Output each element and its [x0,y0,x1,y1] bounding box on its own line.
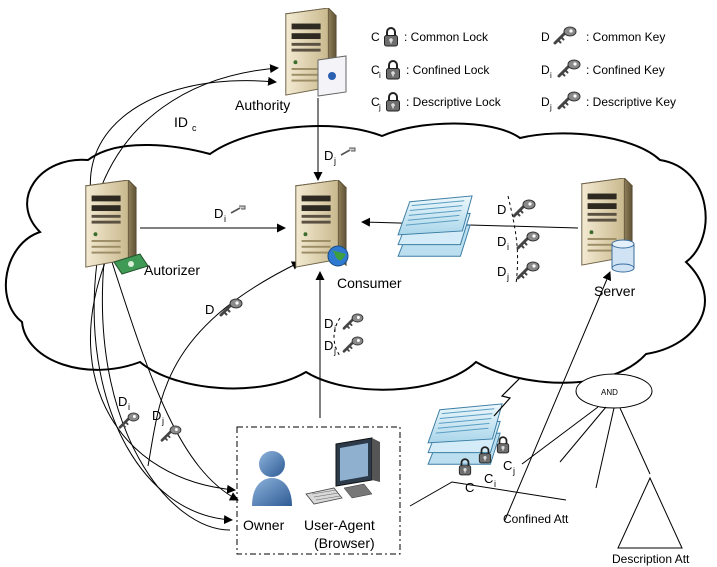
browser-label: (Browser) [314,535,375,551]
database-icon [611,239,635,273]
key-icon [118,412,140,429]
edge-autorizer-owner-d [102,261,231,531]
svg-text:: Descriptive Key: : Descriptive Key [586,95,676,109]
key-icon [557,59,581,78]
network-cloud [4,122,707,391]
svg-text:D: D [214,206,223,221]
svg-text:C: C [465,480,474,495]
svg-text:C: C [503,458,512,473]
svg-text:D: D [205,302,214,317]
legend-descriptive-lock: C j : Descriptive Lock [371,92,502,112]
key-icon [553,26,577,45]
legend-descriptive-key: D j : Descriptive Key [541,91,676,112]
svg-text:c: c [192,123,197,133]
money-icon [113,253,149,275]
svg-text:j: j [333,346,336,356]
legend-confined-key: D i : Confined Key [541,59,665,80]
autorizer-label: Autorizer [144,262,200,278]
svg-text:C: C [484,471,493,486]
svg-text:: Common Lock: : Common Lock [404,30,489,44]
svg-text:j: j [333,156,336,166]
edge-labels: ID c D j D i D D i D j D i D j [118,114,364,442]
svg-text:D: D [497,202,506,217]
server-node: Server [581,178,636,299]
attribute-tree [521,373,683,549]
edge-agent-server [409,272,610,521]
owner-label: Owner [243,517,285,533]
server-label: Server [594,283,636,299]
svg-text:D: D [152,408,161,423]
svg-text:: Confined Lock: : Confined Lock [406,63,490,77]
legend-common-key: D : Common Key [541,26,665,45]
svg-text:D: D [541,95,550,109]
consumer-label: Consumer [337,275,402,291]
svg-text:D: D [541,30,550,44]
svg-text:C: C [371,95,380,109]
edge-autorizer-consumer-d [147,261,301,467]
description-subtree [617,476,683,549]
autorizer-node: Autorizer [85,180,200,278]
svg-text:D: D [324,316,333,331]
lock-icon [383,27,399,47]
consumer-node: Consumer [295,180,402,291]
and-label: AND [601,388,618,397]
svg-text:D: D [118,394,127,409]
document-locks: C C i C j [458,436,515,495]
document-stack-icon [397,195,473,257]
svg-text:C: C [371,30,380,44]
owner-node: Owner [243,451,292,533]
svg-text:j: j [161,416,164,426]
svg-text:j: j [549,103,552,112]
idc-label: ID [174,114,188,130]
edge-autorizer-owner-c [111,261,239,501]
svg-text:C: C [371,63,380,77]
legend-confined-lock: C i : Confined Lock [371,60,490,80]
server-icon [85,180,137,268]
svg-text:: Descriptive Lock: : Descriptive Lock [406,95,502,109]
svg-text:i: i [128,402,130,412]
svg-text:D: D [324,148,333,163]
authority-node: Authority [235,8,347,113]
certificate-icon [317,55,347,97]
svg-text:D: D [541,63,550,77]
legend: C : Common Lock C i : Confined Lock C j … [371,26,676,112]
key-icon [160,425,182,442]
svg-text:: Confined Key: : Confined Key [586,63,665,77]
svg-text:j: j [512,466,515,476]
svg-text:: Common Key: : Common Key [586,30,665,44]
user-agent-box [236,426,401,555]
svg-text:D: D [497,264,506,279]
edge-autorizer-owner-a [90,259,236,494]
svg-text:i: i [379,71,381,80]
server-keys: D D i D j [497,195,540,285]
lock-icon [385,92,401,112]
svg-text:i: i [507,242,509,252]
svg-text:D: D [324,338,333,353]
authority-label: Authority [235,97,290,113]
svg-text:i: i [494,479,496,489]
svg-text:j: j [378,103,381,112]
confined-att-label: Confined Att [503,512,569,526]
svg-text:D: D [497,234,506,249]
edge-autorizer-owner-b [93,261,233,525]
user-agent-node: User-Agent (Browser) [304,437,380,551]
lock-icon [496,436,510,454]
key-icon [557,91,581,110]
connections [89,64,610,531]
lightning-icon [493,377,521,417]
svg-text:i: i [550,71,552,80]
globe-icon [327,245,349,267]
lock-icon [385,60,401,80]
svg-text:j: j [506,272,509,282]
description-att-label: Description Att [612,552,690,566]
user-agent-label: User-Agent [304,517,375,533]
legend-common-lock: C : Common Lock [371,27,489,47]
computer-icon [305,437,380,505]
person-icon [252,451,292,506]
edge-autorizer-authority [94,64,279,206]
svg-text:i: i [224,214,226,224]
